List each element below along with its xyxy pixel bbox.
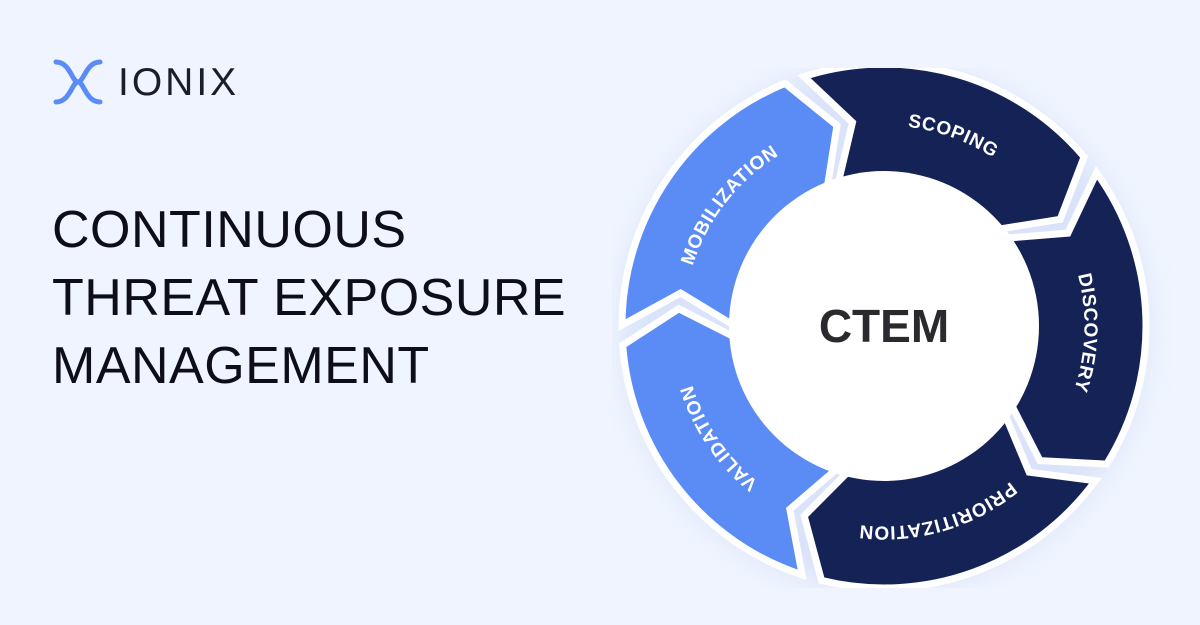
page-title: CONTINUOUS THREAT EXPOSURE MANAGEMENT	[52, 196, 566, 400]
title-line-2: THREAT EXPOSURE	[52, 269, 567, 327]
ionix-logo: IONIX	[52, 56, 239, 108]
center-disc	[729, 171, 1039, 481]
title-line-1: CONTINUOUS	[52, 201, 407, 259]
center-label: CTEM	[819, 300, 949, 352]
cycle-svg: CTEM SCOPINGDISCOVERYPRIORITIZATIONVALID…	[618, 68, 1150, 588]
brand-name: IONIX	[118, 60, 240, 104]
ionix-x-logo-icon	[53, 59, 103, 105]
title-line-3: MANAGEMENT	[52, 337, 430, 395]
